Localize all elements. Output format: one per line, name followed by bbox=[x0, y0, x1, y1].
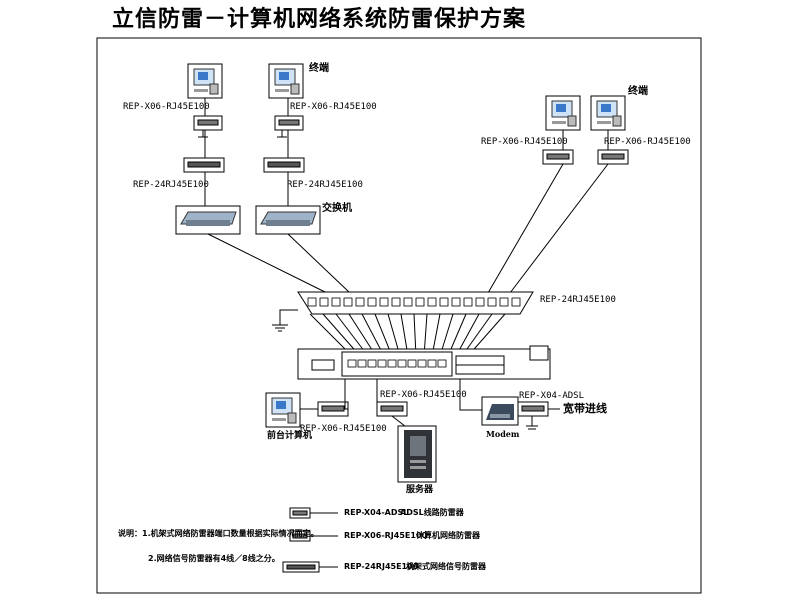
server-icon bbox=[397, 425, 437, 483]
protector-x06-icon bbox=[193, 115, 629, 417]
switch-icon-2 bbox=[255, 205, 321, 235]
legend-desc: 机架式网络信号防雷器 bbox=[406, 562, 486, 571]
label-protector: REP-X04-ADSL bbox=[519, 391, 585, 401]
legend-icons bbox=[282, 507, 338, 573]
label-protector: REP-X06-RJ45E100 bbox=[481, 137, 568, 147]
rack-protector-24 bbox=[297, 291, 534, 315]
label-rack-protector: REP-24RJ45E100 bbox=[540, 295, 616, 305]
label-server: 服务器 bbox=[406, 485, 434, 495]
label-terminal: 终端 bbox=[628, 86, 648, 97]
protector-24-icon bbox=[183, 157, 305, 173]
computer-icon-2 bbox=[268, 63, 304, 99]
computer-icon-front bbox=[265, 392, 301, 428]
note-2: 2.网络信号防雷器有4线／8线之分。 bbox=[148, 554, 280, 563]
label-modem: Modem bbox=[486, 429, 520, 439]
legend-code: REP-24RJ45E100 bbox=[344, 562, 419, 571]
label-front-pc: 前台计算机 bbox=[267, 431, 313, 441]
switch-icon-1 bbox=[175, 205, 241, 235]
label-switch: 交换机 bbox=[322, 203, 352, 214]
label-protector: REP-24RJ45E100 bbox=[133, 180, 209, 190]
legend-code: REP-X06-RJ45E100 bbox=[344, 531, 428, 540]
modem-icon bbox=[481, 396, 519, 426]
legend-code: REP-X04-ADSL bbox=[344, 508, 409, 517]
main-router bbox=[297, 345, 551, 380]
label-protector: REP-24RJ45E100 bbox=[287, 180, 363, 190]
legend-desc: ADSL线路防雷器 bbox=[400, 508, 464, 517]
label-protector: REP-X06-RJ45E100 bbox=[604, 137, 691, 147]
legend-desc: 计算机网络防雷器 bbox=[416, 531, 480, 540]
label-protector: REP-X06-RJ45E100 bbox=[123, 102, 210, 112]
label-protector: REP-X06-RJ45E100 bbox=[300, 424, 387, 434]
note-1: 说明：1.机架式网络防雷器端口数量根据实际情况而定。 bbox=[118, 529, 319, 538]
connection-lines bbox=[198, 98, 609, 431]
label-terminal: 终端 bbox=[309, 63, 329, 74]
label-broadband: 宽带进线 bbox=[563, 402, 607, 415]
diagram-frame bbox=[96, 37, 702, 594]
label-protector: REP-X06-RJ45E100 bbox=[290, 102, 377, 112]
computer-icon-4 bbox=[590, 95, 626, 131]
computer-icon-1 bbox=[187, 63, 223, 99]
label-protector: REP-X06-RJ45E100 bbox=[380, 390, 467, 400]
page-title: 立信防雷－计算机网络系统防雷保护方案 bbox=[112, 6, 527, 32]
computer-icon-3 bbox=[545, 95, 581, 131]
